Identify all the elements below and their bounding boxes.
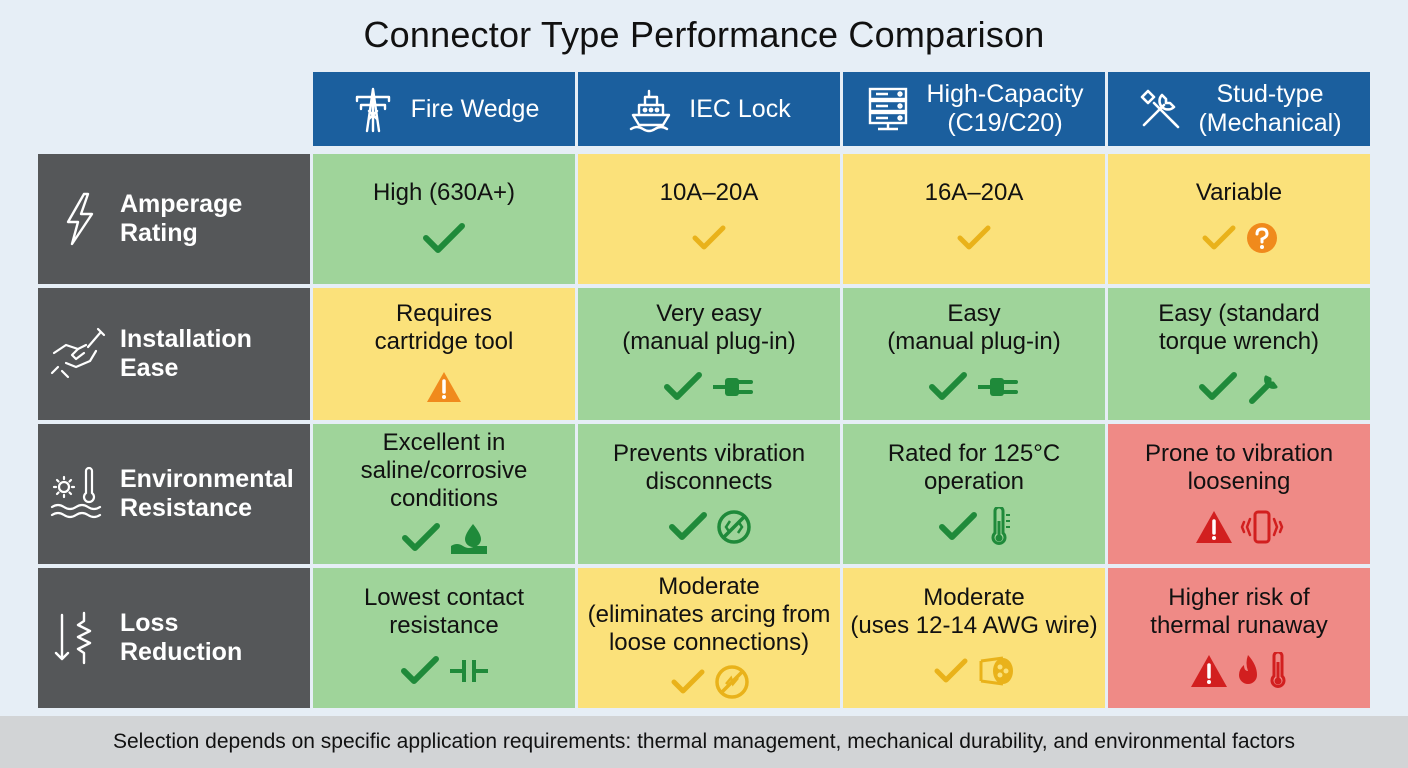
column-header-stud-type: Stud-type (Mechanical) (1108, 72, 1370, 150)
cell-text: 10A–20A (659, 179, 759, 206)
warning-icon (425, 370, 463, 404)
row-header-environmental-resistance: Environmental Resistance (38, 424, 310, 564)
check-icon (398, 654, 442, 688)
column-header-iec-lock: IEC Lock (578, 72, 840, 150)
warning-icon (1189, 653, 1229, 689)
check-icon (689, 223, 729, 253)
table-corner (38, 72, 310, 150)
vibrating-phone-icon (1240, 509, 1284, 545)
footer-note: Selection depends on specific applicatio… (0, 716, 1408, 768)
check-icon (666, 510, 710, 544)
cell-text: Variable (1195, 179, 1283, 206)
cell-text: Prevents vibration disconnects (612, 440, 806, 495)
warning-icon (1194, 509, 1234, 545)
row-header-label: Amperage Rating (120, 190, 243, 247)
cell-text: Excellent in saline/corrosive conditions (360, 429, 528, 512)
check-icon (1196, 370, 1240, 404)
check-icon (1199, 223, 1239, 253)
ship-icon (627, 85, 675, 133)
column-header-label: Fire Wedge (410, 94, 540, 123)
check-icon (399, 521, 443, 555)
hand-tool-icon (48, 323, 110, 385)
column-header-high-capacity: High-Capacity (C19/C20) (843, 72, 1105, 150)
row-header-loss-reduction: Loss Reduction (38, 568, 310, 708)
cell-fire-wedge-installation: Requires cartridge tool (313, 288, 575, 420)
check-icon (936, 510, 980, 544)
page-title: Connector Type Performance Comparison (363, 14, 1045, 55)
cell-fire-wedge-loss: Lowest contact resistance (313, 568, 575, 708)
cell-text: Very easy (manual plug-in) (622, 300, 796, 355)
power-pylon-icon (349, 85, 397, 133)
column-header-label: Stud-type (Mechanical) (1198, 80, 1342, 137)
cell-stud-type-installation: Easy (standard torque wrench) (1108, 288, 1370, 420)
question-icon (1245, 221, 1279, 255)
server-rack-icon (864, 85, 912, 133)
wrench-icon (1246, 369, 1282, 405)
row-header-label: Installation Ease (120, 325, 252, 382)
cell-iec-lock-environmental: Prevents vibration disconnects (578, 424, 840, 564)
cell-high-capacity-installation: Easy (manual plug-in) (843, 288, 1105, 420)
check-icon (661, 370, 705, 404)
check-icon (420, 220, 468, 256)
cell-iec-lock-loss: Moderate (eliminates arcing from loose c… (578, 568, 840, 708)
capacitor-icon (448, 656, 490, 686)
plug-icon (711, 372, 757, 402)
cell-stud-type-environmental: Prone to vibration loosening (1108, 424, 1370, 564)
check-icon (954, 223, 994, 253)
column-header-label: High-Capacity (C19/C20) (926, 80, 1084, 137)
row-header-label: Loss Reduction (120, 609, 243, 666)
column-header-label: IEC Lock (689, 94, 791, 123)
row-header-amperage-rating: Amperage Rating (38, 154, 310, 284)
cell-stud-type-loss: Higher risk of thermal runaway (1108, 568, 1370, 708)
thermometer-icon (986, 507, 1012, 547)
cell-iec-lock-amperage: 10A–20A (578, 154, 840, 284)
check-icon (926, 370, 970, 404)
cell-text: 16A–20A (924, 179, 1024, 206)
row-header-label: Environmental Resistance (120, 465, 294, 522)
cell-text: Prone to vibration loosening (1144, 440, 1334, 495)
tools-icon (1136, 85, 1184, 133)
cell-text: Moderate (uses 12-14 AWG wire) (850, 584, 1098, 639)
water-drop-icon (449, 520, 489, 556)
column-header-fire-wedge: Fire Wedge (313, 72, 575, 150)
cell-text: Rated for 125°C operation (887, 440, 1061, 495)
cell-high-capacity-environmental: Rated for 125°C operation (843, 424, 1105, 564)
cell-text: Higher risk of thermal runaway (1150, 584, 1328, 639)
check-icon (668, 667, 708, 697)
cell-high-capacity-amperage: 16A–20A (843, 154, 1105, 284)
resistor-arrow-icon (48, 607, 110, 669)
cell-text: Easy (manual plug-in) (887, 300, 1061, 355)
cell-text: High (630A+) (372, 179, 516, 206)
no-arcing-icon (714, 664, 750, 700)
cell-text: Lowest contact resistance (363, 584, 525, 639)
cell-high-capacity-loss: Moderate (uses 12-14 AWG wire) (843, 568, 1105, 708)
wire-bundle-icon (977, 653, 1017, 689)
thermometer-icon (1267, 652, 1289, 690)
cell-text: Easy (standard torque wrench) (1158, 300, 1320, 355)
cell-iec-lock-installation: Very easy (manual plug-in) (578, 288, 840, 420)
cell-text: Requires cartridge tool (374, 300, 514, 355)
row-header-installation-ease: Installation Ease (38, 288, 310, 420)
cell-text: Moderate (eliminates arcing from loose c… (587, 573, 831, 656)
no-vibration-icon (716, 509, 752, 545)
plug-icon (976, 372, 1022, 402)
cell-stud-type-amperage: Variable (1108, 154, 1370, 284)
cell-fire-wedge-amperage: High (630A+) (313, 154, 575, 284)
sun-thermometer-water-icon (48, 463, 110, 525)
cell-fire-wedge-environmental: Excellent in saline/corrosive conditions (313, 424, 575, 564)
fire-icon (1235, 653, 1261, 689)
comparison-table: Fire Wedge IEC Lock High-Capaci (38, 72, 1370, 708)
lightning-icon (48, 188, 110, 250)
check-icon (931, 656, 971, 686)
